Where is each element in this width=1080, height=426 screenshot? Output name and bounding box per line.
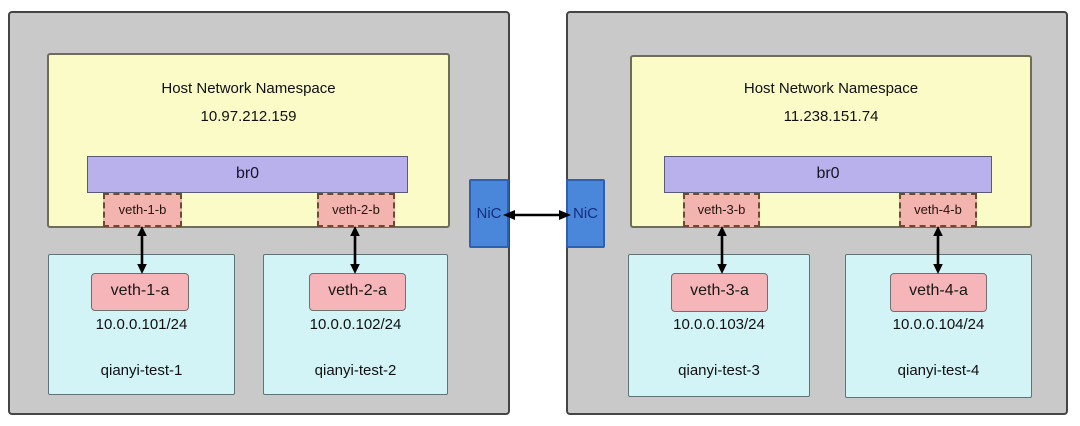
- host-box-1: Host Network Namespace 10.97.212.159 br0…: [8, 11, 510, 415]
- veth-port-a: veth-2-a: [309, 273, 406, 311]
- veth-port-a: veth-4-a: [890, 273, 987, 312]
- nic-link-arrow: [503, 210, 571, 220]
- container-ip: 10.0.0.102/24: [309, 316, 402, 333]
- container-ip: 10.0.0.103/24: [673, 316, 765, 333]
- container-box: veth-4-a 10.0.0.104/24 qianyi-test-4: [845, 254, 1032, 398]
- veth-link-arrow: [717, 226, 727, 274]
- container-name: qianyi-test-3: [678, 362, 760, 379]
- veth-port-a: veth-3-a: [671, 273, 768, 312]
- nic-box: NiC: [469, 179, 509, 248]
- container-ip: 10.0.0.101/24: [95, 316, 188, 333]
- bridge-br0: br0: [87, 156, 408, 193]
- container-name: qianyi-test-4: [897, 362, 980, 379]
- container-name: qianyi-test-2: [314, 362, 397, 379]
- namespace-title: Host Network Namespace: [161, 80, 336, 97]
- host-network-namespace-2: Host Network Namespace 11.238.151.74 br0…: [630, 55, 1032, 228]
- veth-link-arrow: [137, 226, 147, 274]
- veth-link-arrow: [933, 226, 943, 274]
- veth-port-b: veth-2-b: [317, 193, 395, 227]
- container-box: veth-2-a 10.0.0.102/24 qianyi-test-2: [263, 254, 448, 395]
- container-box: veth-3-a 10.0.0.103/24 qianyi-test-3: [628, 254, 810, 397]
- host-ip: 10.97.212.159: [200, 108, 297, 125]
- container-box: veth-1-a 10.0.0.101/24 qianyi-test-1: [48, 254, 235, 395]
- veth-port-b: veth-3-b: [683, 193, 760, 227]
- host-network-namespace-1: Host Network Namespace 10.97.212.159 br0…: [47, 53, 450, 228]
- container-name: qianyi-test-1: [100, 362, 183, 379]
- veth-link-arrow: [350, 226, 360, 274]
- namespace-title: Host Network Namespace: [743, 80, 919, 97]
- veth-port-b: veth-1-b: [103, 193, 182, 227]
- veth-port-b: veth-4-b: [899, 193, 977, 227]
- host-ip: 11.238.151.74: [783, 108, 879, 125]
- bridge-br0: br0: [664, 156, 992, 193]
- host-box-2: Host Network Namespace 11.238.151.74 br0…: [566, 11, 1068, 415]
- nic-box: NiC: [566, 179, 605, 248]
- container-ip: 10.0.0.104/24: [892, 316, 985, 333]
- veth-port-a: veth-1-a: [91, 273, 189, 311]
